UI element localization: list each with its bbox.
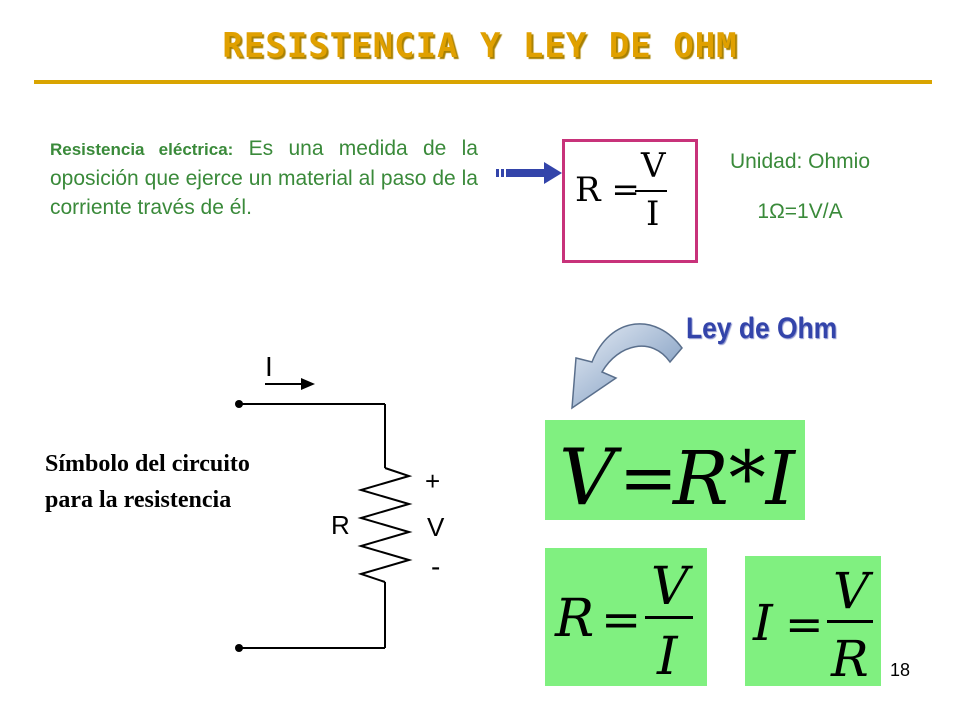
eq-r-lhs: R	[554, 589, 594, 649]
formula-lhs: R =	[575, 170, 640, 210]
fraction-bar	[635, 190, 667, 192]
plus-sign: +	[425, 466, 440, 496]
formula-numerator: V	[641, 146, 666, 186]
formula-denominator: I	[646, 194, 660, 234]
eq-i-fraction-bar	[827, 620, 873, 623]
current-label: I	[265, 351, 273, 382]
resistor-zigzag	[357, 467, 413, 583]
eq-i-lhs: I	[752, 594, 774, 652]
resistor-label: R	[331, 510, 350, 540]
eq-main-sign: =	[619, 437, 678, 519]
resistor-circuit: I R + V -	[235, 351, 445, 652]
page-number: 18	[889, 660, 910, 680]
eq-i-sign: =	[785, 597, 824, 651]
title-underline	[34, 80, 932, 84]
eq-r-sign: =	[601, 592, 641, 648]
eq-main-rhs: R*I	[671, 436, 797, 520]
eq-main-lhs: V	[559, 433, 622, 520]
caption-line-2: para la resistencia	[45, 487, 232, 513]
resistance-definition: Resistencia eléctrica: Es una medida de …	[50, 134, 478, 222]
terminal-top	[235, 400, 243, 408]
unit-label: Unidad: Ohmio	[729, 150, 871, 173]
terminal-bottom	[235, 644, 243, 652]
resistance-formula-box: R = V I	[562, 139, 698, 263]
current-equation: I = V R	[745, 556, 881, 686]
slide-title: RESISTENCIA Y LEY DE OHM	[222, 26, 738, 66]
arrow-icon	[496, 162, 562, 184]
voltage-label: V	[427, 512, 445, 542]
eq-i-denominator: R	[830, 630, 869, 686]
curved-arrow-icon	[571, 323, 683, 410]
definition-text: Es una medida de la oposición que ejerce…	[50, 137, 478, 219]
ohm-law-heading: Ley de Ohm	[686, 312, 838, 345]
eq-r-fraction-bar	[645, 616, 693, 619]
definition-term: Resistencia eléctrica:	[50, 140, 234, 159]
eq-r-numerator: V	[651, 557, 693, 617]
eq-r-denominator: I	[656, 627, 679, 686]
ohm-law-equation: V = R*I	[545, 420, 805, 520]
minus-sign: -	[431, 551, 440, 582]
caption-line-1: Símbolo del circuito	[45, 451, 250, 477]
resistance-equation: R = V I	[545, 548, 707, 686]
current-arrow-head	[301, 378, 315, 390]
unit-equivalence: 1Ω=1V/A	[757, 200, 843, 223]
circuit-caption: Símbolo del circuito para la resistencia	[45, 446, 345, 518]
eq-i-numerator: V	[833, 562, 874, 620]
